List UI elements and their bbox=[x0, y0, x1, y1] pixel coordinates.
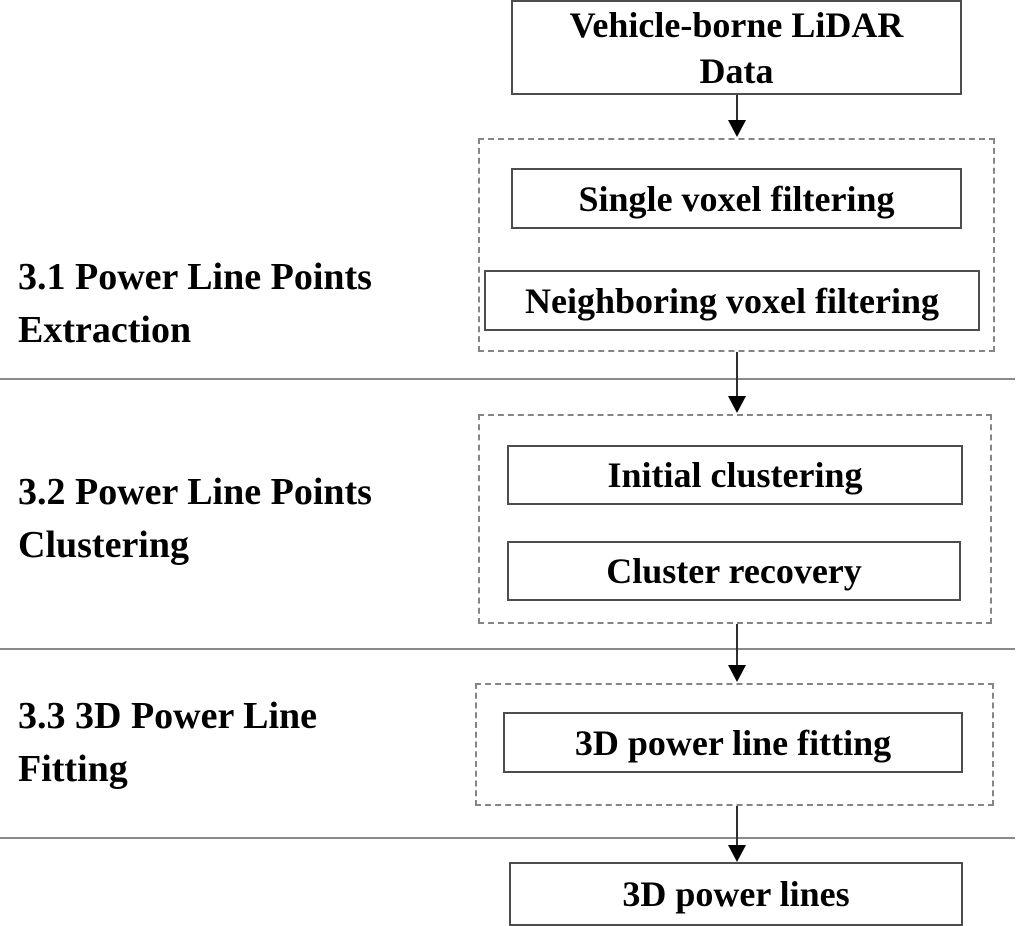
input-data-box: Vehicle-borne LiDAR Data bbox=[511, 0, 962, 95]
section-label-line: 3.3 3D Power Line bbox=[18, 695, 318, 737]
arrow-stem bbox=[736, 352, 738, 398]
extraction-group bbox=[478, 138, 995, 352]
section-divider bbox=[0, 648, 1015, 650]
step-box-initial-clustering: Initial clustering bbox=[507, 445, 963, 505]
arrow-stem bbox=[736, 624, 738, 667]
section-label-3-3: 3.3 3D Power Line Fitting bbox=[18, 690, 317, 796]
section-label-line: Clustering bbox=[18, 524, 189, 566]
down-arrow-icon bbox=[727, 624, 747, 682]
section-divider bbox=[0, 837, 1015, 839]
output-box: 3D power lines bbox=[509, 862, 963, 926]
arrow-head bbox=[728, 120, 746, 137]
step-box-single-voxel-filtering: Single voxel filtering bbox=[511, 168, 962, 229]
down-arrow-icon bbox=[727, 95, 747, 137]
step-box-cluster-recovery: Cluster recovery bbox=[507, 541, 961, 601]
fitting-group bbox=[475, 683, 994, 806]
section-label-line: Fitting bbox=[18, 748, 128, 790]
input-data-label: Vehicle-borne LiDAR Data bbox=[569, 4, 904, 91]
step-label: 3D power line fitting bbox=[574, 722, 892, 763]
arrow-head bbox=[728, 665, 746, 682]
step-label: Initial clustering bbox=[607, 455, 863, 495]
section-label-line: 3.2 Power Line Points bbox=[18, 471, 372, 513]
step-box-3d-power-line-fitting: 3D power line fitting bbox=[503, 712, 963, 773]
section-label-line: 3.1 Power Line Points bbox=[18, 256, 372, 298]
step-box-neighboring-voxel-filtering: Neighboring voxel filtering bbox=[484, 270, 980, 331]
step-label: Cluster recovery bbox=[606, 551, 862, 591]
down-arrow-icon bbox=[727, 806, 747, 862]
section-divider bbox=[0, 378, 1015, 380]
down-arrow-icon bbox=[727, 352, 747, 413]
step-label: Neighboring voxel filtering bbox=[525, 280, 939, 321]
step-label: Single voxel filtering bbox=[578, 178, 895, 219]
arrow-head bbox=[728, 396, 746, 413]
arrow-stem bbox=[736, 806, 738, 847]
section-label-3-1: 3.1 Power Line Points Extraction bbox=[18, 251, 372, 357]
arrow-head bbox=[728, 845, 746, 862]
section-label-3-2: 3.2 Power Line Points Clustering bbox=[18, 466, 372, 572]
arrow-stem bbox=[736, 95, 738, 122]
clustering-group bbox=[478, 414, 992, 624]
section-label-line: Extraction bbox=[18, 309, 192, 351]
output-label: 3D power lines bbox=[622, 874, 850, 914]
